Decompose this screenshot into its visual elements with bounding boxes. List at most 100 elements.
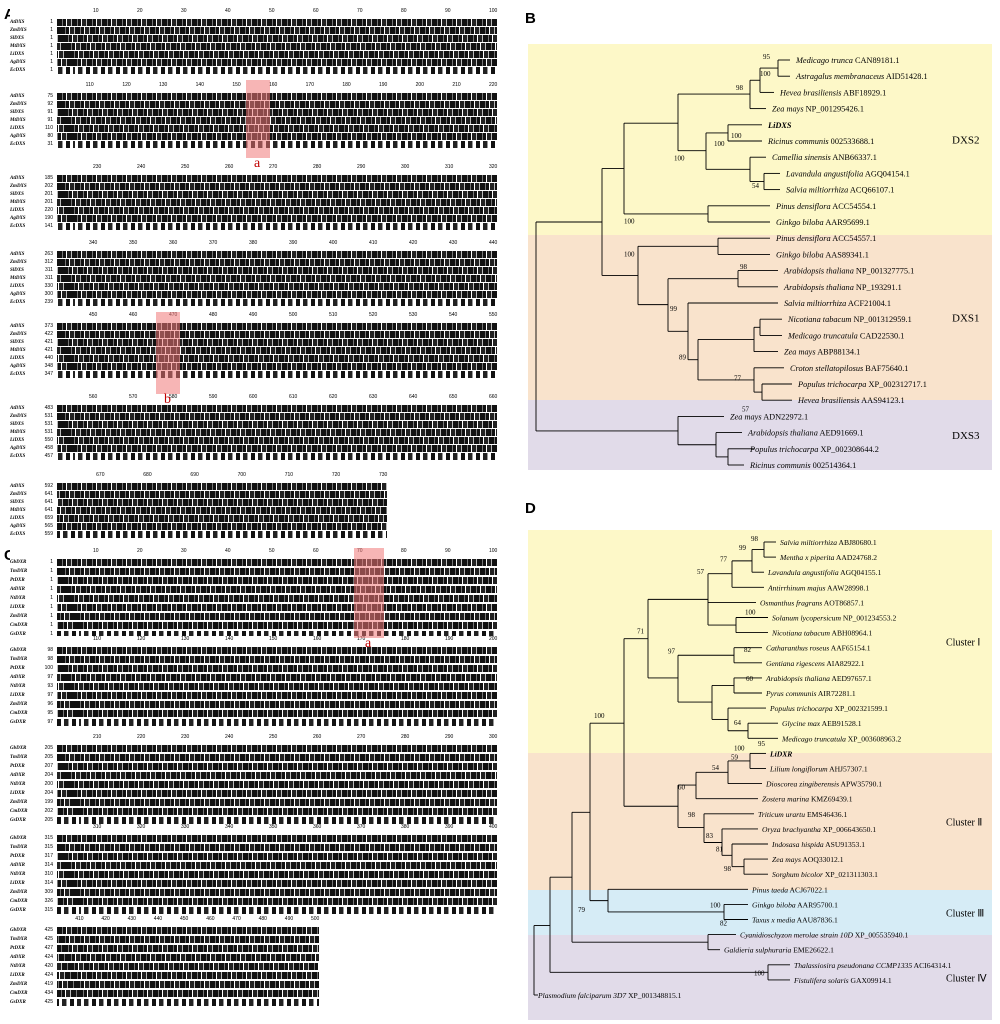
sequence-name: PtDXR [10,578,25,583]
sequence-residues [57,808,497,815]
ruler-tick-label: 730 [379,472,388,478]
panel-label-b: B [525,10,536,27]
sequence-name: AgDXS [10,134,26,139]
leaf-label: LiDXR [769,749,792,758]
sequence-name: LiDXS [10,126,25,131]
sequence-start: 1 [50,67,53,73]
leaf-label: Pinus densiflora ACC54557.1 [775,234,876,243]
ruler-tick-label: 210 [93,734,102,740]
sequence-residues [57,259,497,266]
sequence-start: 97 [47,719,53,725]
sequence-residues [57,275,497,282]
sequence-name: GbDXR [10,836,27,841]
ruler-tick-label: 260 [313,734,322,740]
sequence-name: ZmDXS [10,414,27,419]
sequence-residues [57,692,497,699]
sequence-residues [57,927,319,934]
sequence-residues [57,862,497,869]
ruler-tick-label: 200 [489,636,498,642]
sequence-start: 309 [44,889,53,895]
sequence-start: 592 [44,483,53,489]
ruler-tick-label: 140 [225,636,234,642]
sequence-start: 422 [44,331,53,337]
leaf-label: Nicotiana tabacum ABH08964.1 [771,629,872,638]
ruler-tick-label: 380 [401,824,410,830]
sequence-name: SlDXS [10,268,24,273]
leaf-label: Ricinus communis 002514364.1 [749,461,856,470]
sequence-residues [57,972,319,979]
ruler-tick-label: 190 [379,82,388,88]
sequence-name: EcDXS [10,224,26,229]
ruler-tick-label: 80 [401,8,407,14]
sequence-residues [57,799,497,806]
sequence-name: CmDXR [10,991,28,996]
sequence-name: TmDXR [10,845,28,850]
sequence-start: 1 [50,43,53,49]
bootstrap-value: 60 [746,675,754,683]
sequence-name: SlDXS [10,340,24,345]
sequence-start: 373 [44,323,53,329]
sequence-start: 1 [50,604,53,610]
ruler-tick-label: 420 [409,240,418,246]
leaf-label: Salvia miltiorrhiza ACF21004.1 [784,299,891,308]
sequence-name: LiDXR [10,973,25,978]
sequence-name: AtDXS [10,94,25,99]
leaf-label: Zostera marina KMZ69439.1 [762,795,853,804]
ruler-tick-label: 550 [489,312,498,318]
sequence-residues [57,954,319,961]
sequence-start: 641 [44,491,53,497]
sequence-name: TmDXR [10,937,28,942]
sequence-start: 1 [50,631,53,637]
ruler-tick-label: 20 [137,548,143,554]
sequence-name: MtDXS [10,348,26,353]
sequence-residues [57,421,497,428]
sequence-residues [57,604,497,611]
sequence-start: 425 [44,927,53,933]
sequence-name: EcDXS [10,372,26,377]
sequence-start: 458 [44,445,53,451]
sequence-name: LiDXS [10,52,25,57]
ruler-tick-label: 280 [313,164,322,170]
sequence-name: AgDXS [10,216,26,221]
sequence-residues [57,719,497,726]
panel-label-c: C [4,547,15,564]
sequence-start: 91 [47,109,53,115]
ruler-tick-label: 380 [249,240,258,246]
sequence-start: 91 [47,117,53,123]
ruler-tick-label: 410 [369,240,378,246]
sequence-residues [57,531,387,538]
sequence-name: GsDXR [10,908,26,913]
sequence-residues [57,889,497,896]
sequence-start: 220 [44,207,53,213]
sequence-name: LiDXR [10,791,25,796]
ruler-tick-label: 370 [209,240,218,246]
clade-label: Cluster Ⅳ [946,974,987,985]
bootstrap-value: 95 [763,53,771,61]
leaf-label: Populus trichocarpa XP_002321599.1 [769,704,888,713]
bootstrap-value: 81 [716,846,724,854]
sequence-start: 75 [47,93,53,99]
sequence-name: AgDXS [10,364,26,369]
motif-label: a [365,636,372,651]
conserved-motif-highlight [156,312,180,394]
ruler-tick-label: 630 [369,394,378,400]
sequence-name: AgDXS [10,524,26,529]
sequence-residues [57,191,497,198]
ruler-tick-label: 430 [449,240,458,246]
